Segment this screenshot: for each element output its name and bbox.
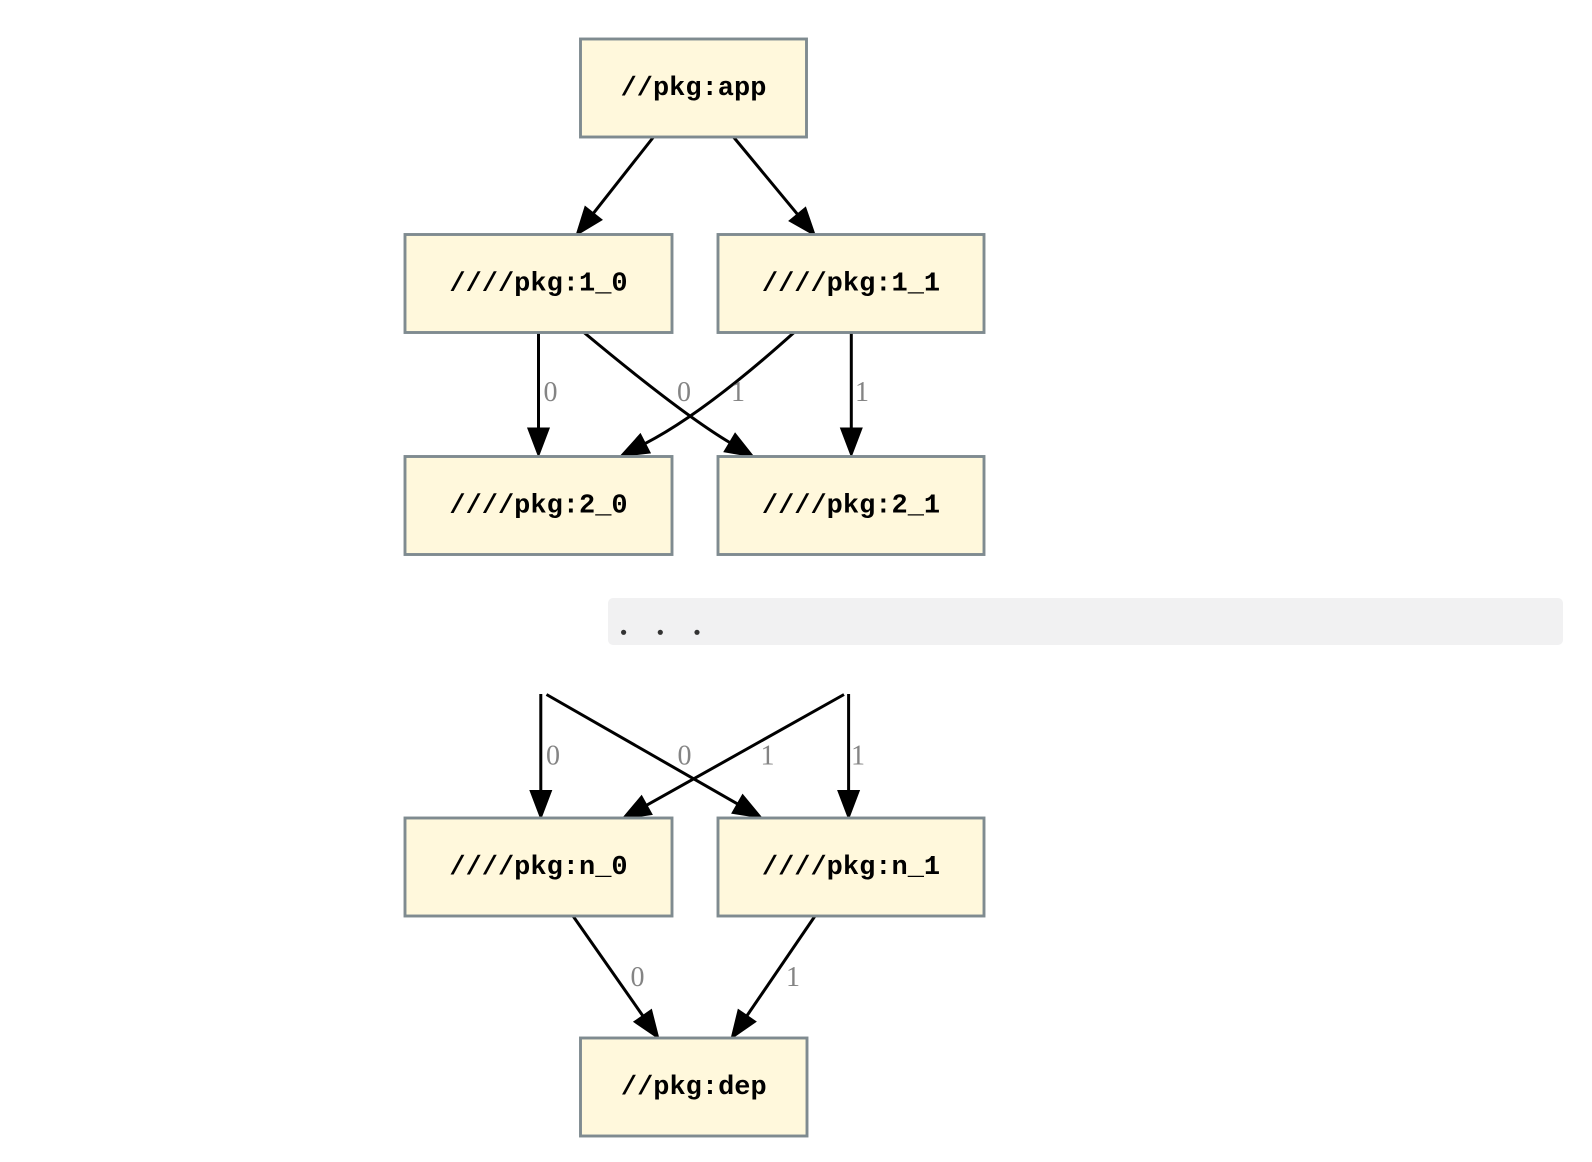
svg-text:////pkg:n_0: ////pkg:n_0 (449, 853, 627, 883)
svg-text:0: 0 (544, 377, 558, 408)
svg-text:////pkg:1_0: ////pkg:1_0 (449, 270, 627, 300)
svg-text:////pkg:1_1: ////pkg:1_1 (762, 270, 940, 300)
svg-text:1: 1 (731, 377, 745, 408)
svg-text:0: 0 (631, 962, 645, 993)
svg-text:0: 0 (546, 740, 560, 771)
svg-text:1: 1 (786, 962, 800, 993)
svg-text:////pkg:2_1: ////pkg:2_1 (762, 492, 940, 522)
svg-text:////pkg:2_0: ////pkg:2_0 (449, 492, 627, 522)
svg-text:0: 0 (678, 740, 692, 771)
svg-text:////pkg:n_1: ////pkg:n_1 (762, 853, 940, 883)
svg-text:0: 0 (677, 377, 691, 408)
svg-text:1: 1 (761, 740, 775, 771)
svg-text:1: 1 (851, 740, 865, 771)
svg-text:1: 1 (855, 377, 869, 408)
svg-text://pkg:app: //pkg:app (621, 74, 767, 104)
svg-text://pkg:dep: //pkg:dep (621, 1073, 767, 1103)
